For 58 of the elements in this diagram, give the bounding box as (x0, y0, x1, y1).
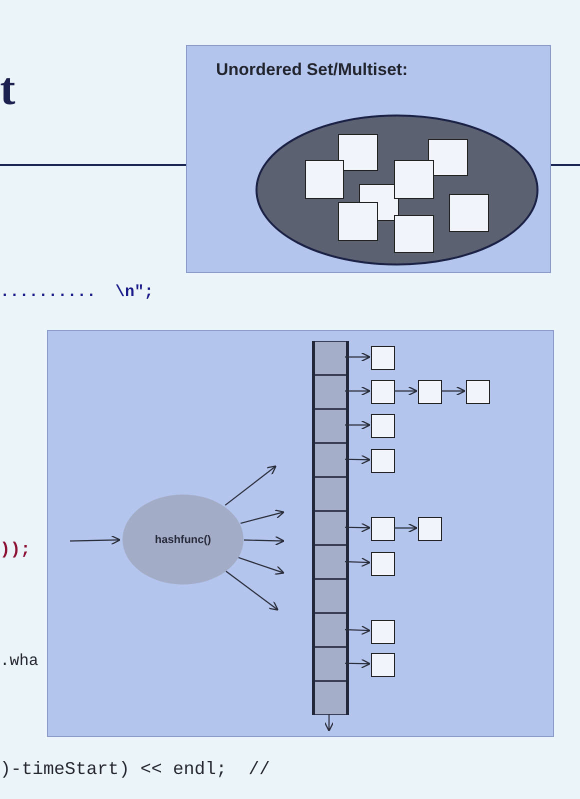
bucket-cell (315, 511, 346, 545)
element-square (394, 160, 434, 199)
code-text: )-timeStart) << endl; // (0, 760, 270, 780)
arrow (441, 386, 466, 396)
arrow (345, 352, 371, 362)
arrow (345, 386, 371, 396)
bucket-cell (315, 545, 346, 579)
arrow (226, 570, 279, 611)
title-text: t (0, 62, 16, 115)
arrow (394, 523, 418, 533)
hash-function-ellipse: hashfunc() (121, 493, 245, 586)
element-square (305, 160, 344, 199)
code-text: .......... \n"; (0, 283, 154, 301)
element-square (338, 202, 378, 241)
bucket-array (312, 341, 349, 715)
bucket-cell (315, 681, 346, 715)
panel-title: Unordered Set/Multiset: (216, 60, 408, 80)
list-node-box (371, 552, 395, 576)
bucket-cell (315, 341, 346, 375)
diagram-panel (186, 45, 551, 273)
arrow (344, 522, 371, 532)
bucket-cell (315, 647, 346, 681)
list-node-box (371, 346, 395, 370)
bucket-cell (315, 579, 346, 613)
list-node-box (418, 380, 442, 404)
arrow (344, 625, 371, 636)
code-text: )); (0, 541, 31, 560)
arrow (324, 714, 334, 732)
list-node-box (371, 380, 395, 404)
element-square (394, 215, 434, 253)
list-node-box (418, 517, 442, 541)
element-square (428, 139, 468, 176)
bucket-cell (315, 409, 346, 443)
code-text: .wha (0, 652, 38, 670)
list-node-box (371, 449, 395, 473)
list-node-box (371, 620, 395, 644)
arrow (224, 465, 277, 506)
set-oval (255, 114, 539, 266)
element-square (449, 194, 489, 232)
arrow (240, 509, 285, 524)
bucket-cell (315, 613, 346, 647)
list-node-box (371, 653, 395, 677)
list-node-box (371, 414, 395, 438)
arrow (70, 535, 121, 545)
arrow (345, 420, 371, 430)
diagram-panel (47, 330, 554, 737)
bucket-cell (315, 477, 346, 511)
arrow (244, 536, 285, 546)
list-node-box (371, 517, 395, 541)
arrow (394, 386, 418, 396)
bucket-cell (315, 375, 346, 409)
arrow (344, 658, 371, 668)
element-square (338, 134, 378, 171)
arrow (344, 557, 371, 568)
arrow (344, 454, 371, 464)
arrow (238, 557, 285, 575)
bucket-cell (315, 443, 346, 477)
list-node-box (466, 380, 490, 404)
